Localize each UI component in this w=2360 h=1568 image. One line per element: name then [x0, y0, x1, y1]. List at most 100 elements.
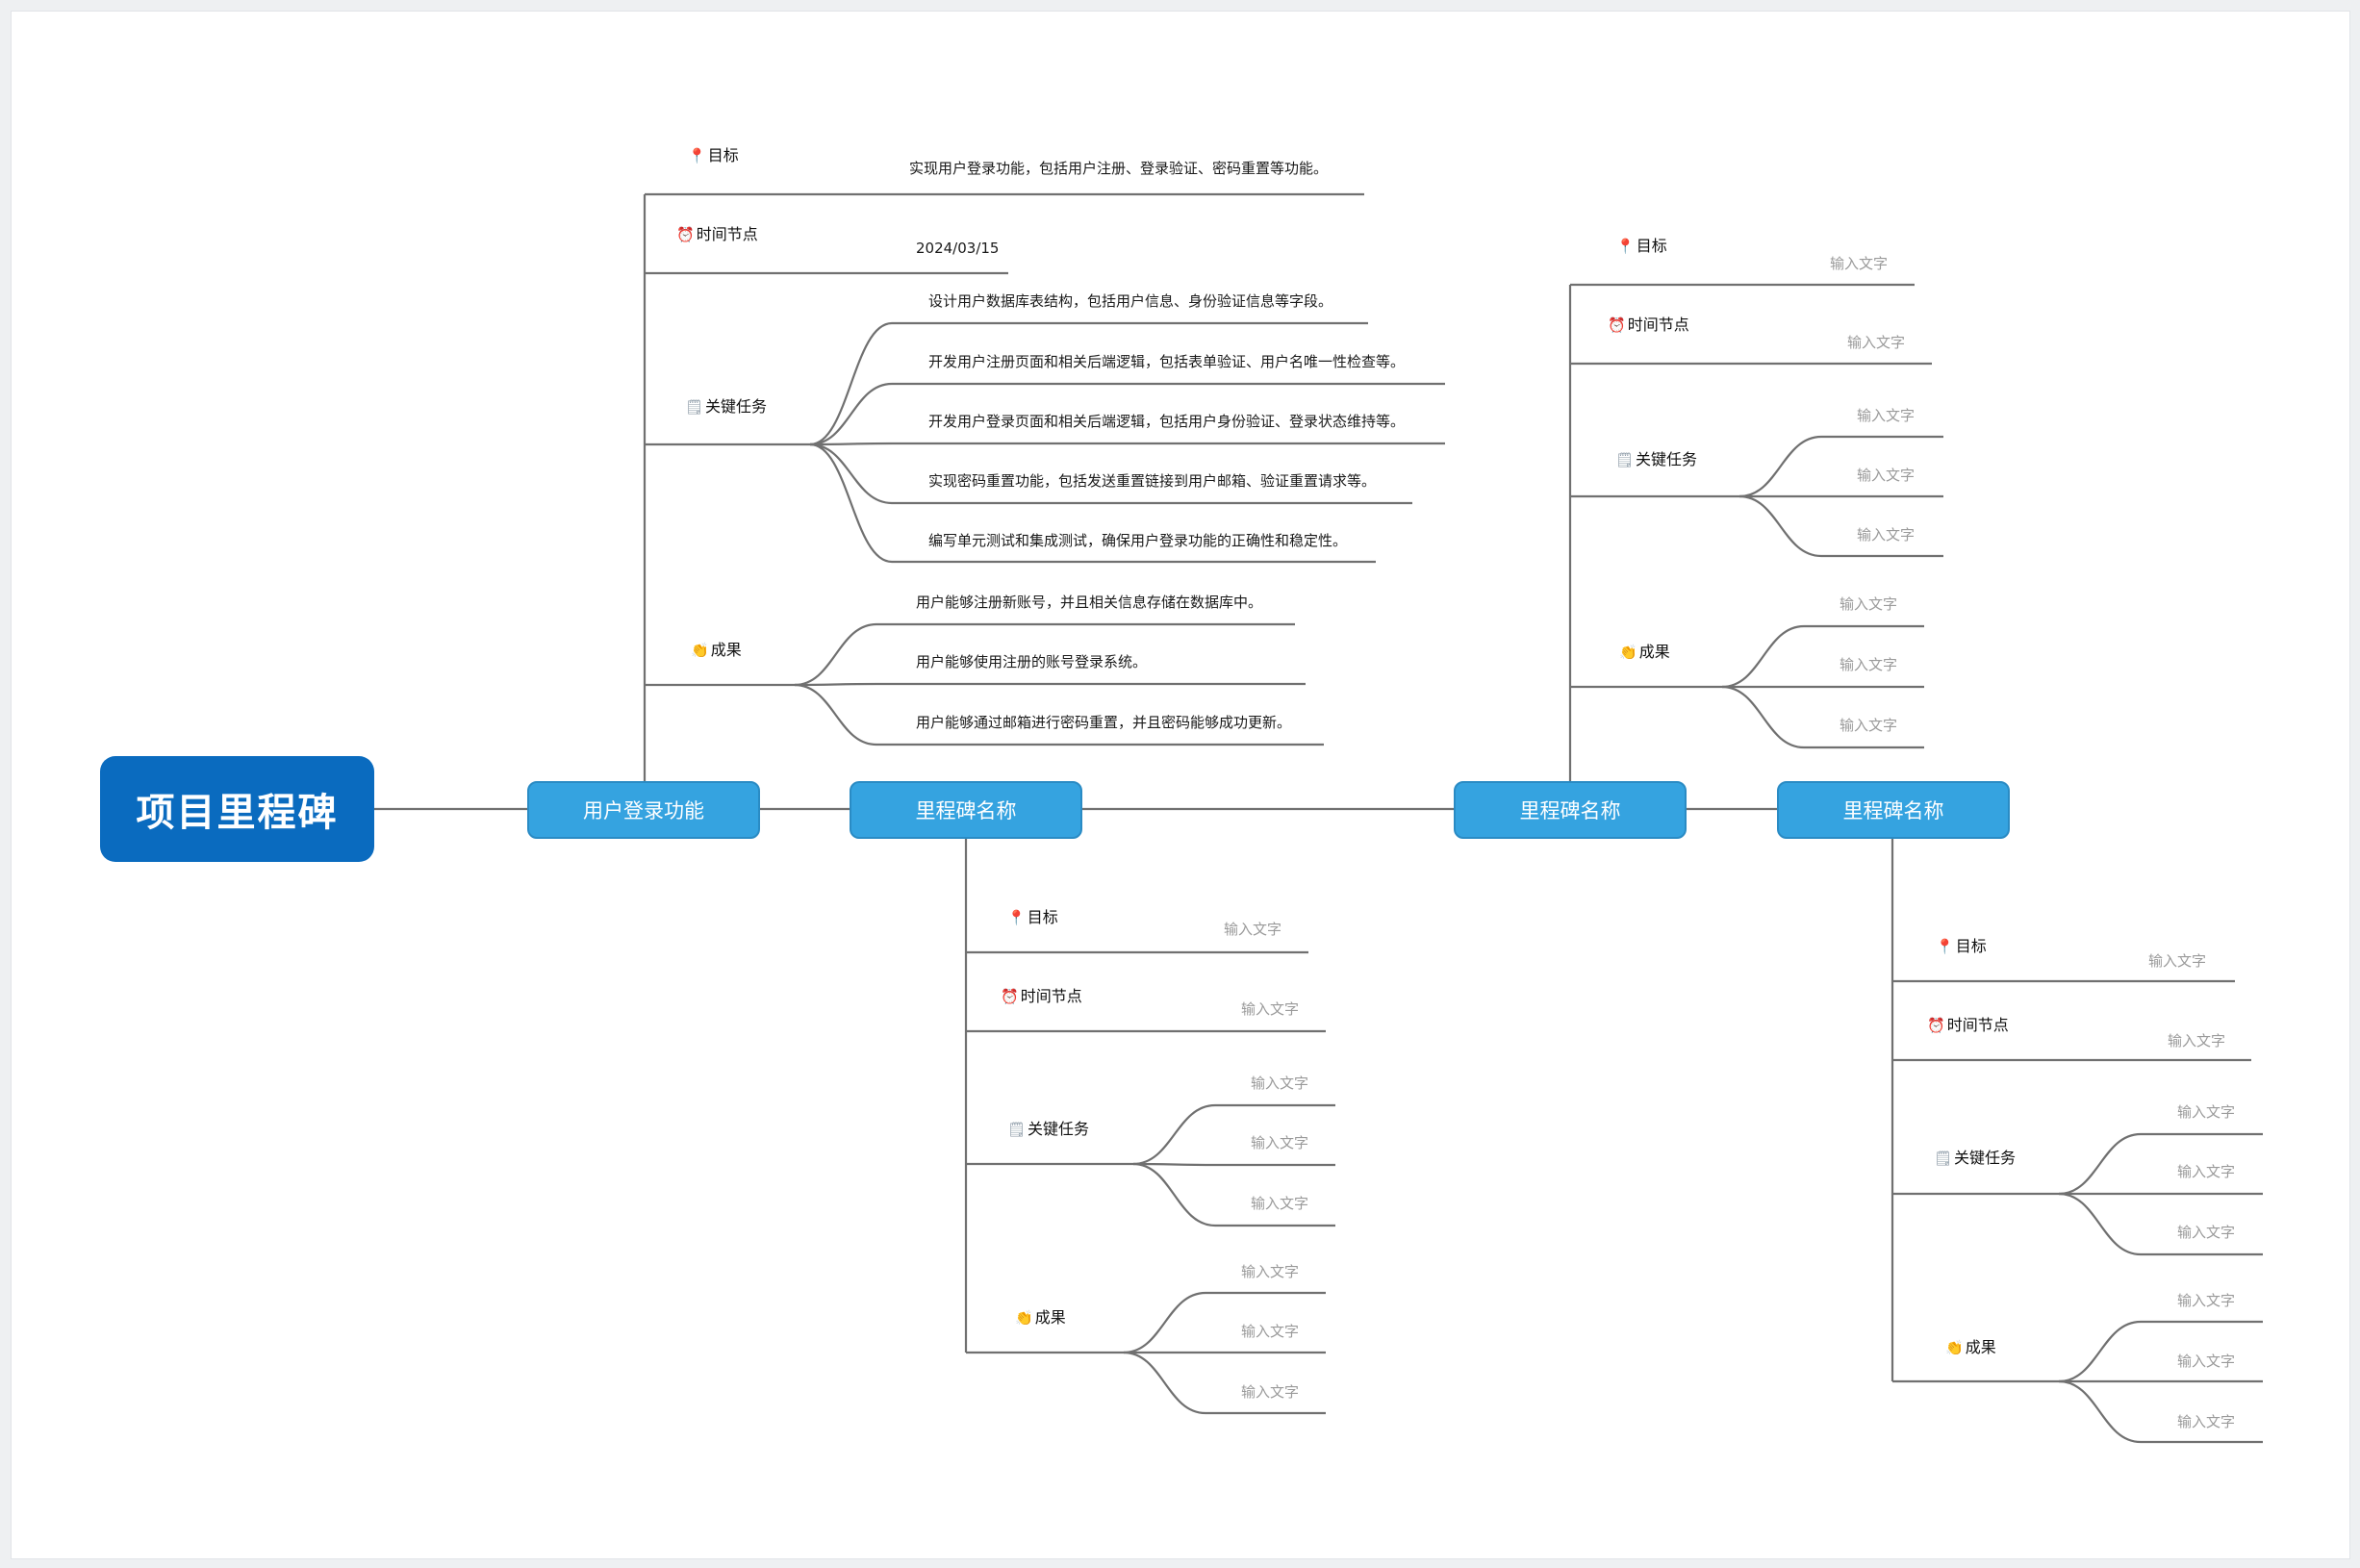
milestone-2-tasks-branch-3	[1132, 1162, 1335, 1227]
notepad-icon: 🗒	[685, 398, 704, 416]
milestone-1-tasks-item-1[interactable]: 设计用户数据库表结构，包括用户信息、身份验证信息等字段。	[928, 292, 1333, 310]
milestone-4-tasks-item-1[interactable]: 输入文字	[2177, 1103, 2236, 1121]
milestone-4-title: 里程碑名称	[1842, 799, 1944, 822]
root-topic[interactable]: 项目里程碑	[100, 756, 374, 862]
milestone-1-tasks-branch-5	[809, 443, 1376, 564]
milestone-1-tasks-branch-3	[809, 442, 1445, 446]
milestone-3-time-label: 时间节点	[1627, 316, 1689, 334]
milestone-2-tasks-item-1[interactable]: 输入文字	[1251, 1075, 1309, 1092]
milestone-1-title: 用户登录功能	[583, 799, 704, 822]
milestone-3-goal[interactable]: 📍目标	[1616, 237, 1667, 256]
milestone-3-tasks[interactable]: 🗒关键任务	[1615, 450, 1697, 469]
milestone-4-tasks-item-3[interactable]: 输入文字	[2177, 1224, 2236, 1241]
milestone-3-time[interactable]: ⏰时间节点	[1608, 316, 1689, 335]
milestone-1-results-branch-3	[794, 683, 1324, 746]
alarm-clock-icon: ⏰	[1927, 1017, 1945, 1034]
milestone-3-tasks-item-3[interactable]: 输入文字	[1857, 526, 1916, 544]
milestone-1-results[interactable]: 👏成果	[691, 641, 742, 660]
milestone-3-tasks-item-2[interactable]: 输入文字	[1857, 467, 1916, 484]
milestone-1-results-item-2[interactable]: 用户能够使用注册的账号登录系统。	[916, 653, 1148, 670]
milestone-2-results-label: 成果	[1034, 1308, 1066, 1327]
milestone-4-tasks[interactable]: 🗒关键任务	[1934, 1149, 2016, 1168]
milestone-3-time-text[interactable]: 输入文字	[1847, 334, 1906, 351]
milestone-2-results-item-3[interactable]: 输入文字	[1241, 1383, 1300, 1401]
milestone-3-results[interactable]: 👏成果	[1619, 643, 1670, 662]
milestone-4-tasks-item-2[interactable]: 输入文字	[2177, 1163, 2236, 1180]
alarm-clock-icon: ⏰	[676, 226, 695, 243]
alarm-clock-icon: ⏰	[1001, 988, 1019, 1005]
milestone-1-results-item-3[interactable]: 用户能够通过邮箱进行密码重置，并且密码能够成功更新。	[916, 714, 1292, 731]
milestone-2-results-branch-3	[1123, 1351, 1326, 1415]
milestone-4-results-item-1[interactable]: 输入文字	[2177, 1292, 2236, 1309]
milestone-2-title: 里程碑名称	[915, 799, 1017, 822]
milestone-2-time-label: 时间节点	[1020, 987, 1082, 1005]
milestone-2-results-branch-1	[1123, 1291, 1326, 1354]
milestone-1-tasks-item-3[interactable]: 开发用户登录页面和相关后端逻辑，包括用户身份验证、登录状态维持等。	[928, 413, 1406, 430]
milestone-2-tasks-item-2[interactable]: 输入文字	[1251, 1134, 1309, 1151]
milestone-2-time-text[interactable]: 输入文字	[1241, 1000, 1300, 1018]
milestone-4-goal[interactable]: 📍目标	[1936, 937, 1987, 956]
notepad-icon: 🗒	[1007, 1121, 1027, 1138]
milestone-2-goal-text[interactable]: 输入文字	[1224, 921, 1282, 938]
milestone-1-tasks[interactable]: 🗒关键任务	[685, 397, 767, 417]
milestone-1-results-label: 成果	[710, 641, 742, 659]
milestone-1-goal-text[interactable]: 实现用户登录功能，包括用户注册、登录验证、密码重置等功能。	[909, 160, 1329, 177]
milestone-3-title: 里程碑名称	[1519, 799, 1621, 822]
milestone-1-time-label: 时间节点	[696, 225, 758, 243]
milestone-1-tasks-branch-2	[809, 382, 1445, 446]
milestone-1-time[interactable]: ⏰时间节点	[676, 225, 758, 244]
pin-icon: 📍	[1616, 238, 1635, 255]
milestone-2-results-item-2[interactable]: 输入文字	[1241, 1323, 1300, 1340]
milestone-3-results-item-2[interactable]: 输入文字	[1840, 656, 1898, 673]
milestone-2-time[interactable]: ⏰时间节点	[1001, 987, 1082, 1006]
milestone-1-results-branch-1	[794, 622, 1295, 687]
milestone-2-results-item-1[interactable]: 输入文字	[1241, 1263, 1300, 1280]
milestone-2-tasks-branch-2	[1132, 1162, 1335, 1167]
root-title: 项目里程碑	[136, 791, 339, 835]
milestone-4-goal-text[interactable]: 输入文字	[2148, 952, 2207, 970]
milestone-2-tasks-branch-1	[1132, 1103, 1335, 1166]
milestone-3-results-item-3[interactable]: 输入文字	[1840, 717, 1898, 734]
milestone-2-results[interactable]: 👏成果	[1015, 1308, 1066, 1328]
milestone-4-results-label: 成果	[1965, 1338, 1996, 1356]
milestone-1-node[interactable]: 用户登录功能	[527, 781, 760, 839]
milestone-3-results-label: 成果	[1638, 643, 1670, 661]
milestone-2-tasks[interactable]: 🗒关键任务	[1007, 1120, 1089, 1139]
milestone-1-tasks-branch-1	[809, 321, 1368, 446]
milestone-2-goal-label: 目标	[1027, 908, 1058, 926]
milestone-1-goal[interactable]: 📍目标	[688, 146, 739, 165]
milestone-1-results-item-1[interactable]: 用户能够注册新账号，并且相关信息存储在数据库中。	[916, 594, 1263, 611]
alarm-clock-icon: ⏰	[1608, 316, 1626, 334]
milestone-3-tasks-branch-3	[1738, 494, 1943, 558]
milestone-2-goal[interactable]: 📍目标	[1007, 908, 1058, 927]
clapping-hands-icon: 👏	[1945, 1339, 1964, 1356]
milestone-1-tasks-item-5[interactable]: 编写单元测试和集成测试，确保用户登录功能的正确性和稳定性。	[928, 532, 1348, 549]
milestone-4-goal-label: 目标	[1955, 937, 1987, 955]
milestone-4-results-item-3[interactable]: 输入文字	[2177, 1413, 2236, 1430]
pin-icon: 📍	[1007, 909, 1026, 926]
clapping-hands-icon: 👏	[691, 642, 709, 659]
milestone-1-time-text[interactable]: 2024/03/15	[916, 240, 1000, 257]
milestone-2-tasks-item-3[interactable]: 输入文字	[1251, 1195, 1309, 1212]
milestone-1-goal-label: 目标	[707, 146, 739, 164]
milestone-3-results-item-1[interactable]: 输入文字	[1840, 595, 1898, 613]
milestone-1-tasks-item-4[interactable]: 实现密码重置功能，包括发送重置链接到用户邮箱、验证重置请求等。	[928, 472, 1377, 490]
milestone-4-results-item-2[interactable]: 输入文字	[2177, 1353, 2236, 1370]
milestone-4-tasks-label: 关键任务	[1954, 1149, 2017, 1167]
milestone-3-tasks-item-1[interactable]: 输入文字	[1857, 407, 1916, 424]
milestone-2-node[interactable]: 里程碑名称	[850, 781, 1082, 839]
milestone-3-results-branch-3	[1721, 685, 1924, 749]
milestone-4-results[interactable]: 👏成果	[1945, 1338, 1996, 1357]
milestone-4-tasks-branch-3	[2058, 1192, 2263, 1256]
milestone-3-node[interactable]: 里程碑名称	[1454, 781, 1687, 839]
milestone-1-tasks-item-2[interactable]: 开发用户注册页面和相关后端逻辑，包括表单验证、用户名唯一性检查等。	[928, 353, 1406, 370]
milestone-4-node[interactable]: 里程碑名称	[1777, 781, 2010, 839]
milestone-4-time[interactable]: ⏰时间节点	[1927, 1016, 2009, 1035]
milestone-4-time-label: 时间节点	[1946, 1016, 2009, 1034]
milestone-3-tasks-branch-1	[1738, 435, 1943, 498]
milestone-4-time-text[interactable]: 输入文字	[2168, 1032, 2226, 1050]
milestone-3-goal-text[interactable]: 输入文字	[1830, 255, 1889, 272]
milestone-3-goal-label: 目标	[1636, 237, 1667, 255]
milestone-1-tasks-label: 关键任务	[705, 397, 768, 416]
milestone-3-tasks-label: 关键任务	[1636, 450, 1698, 468]
